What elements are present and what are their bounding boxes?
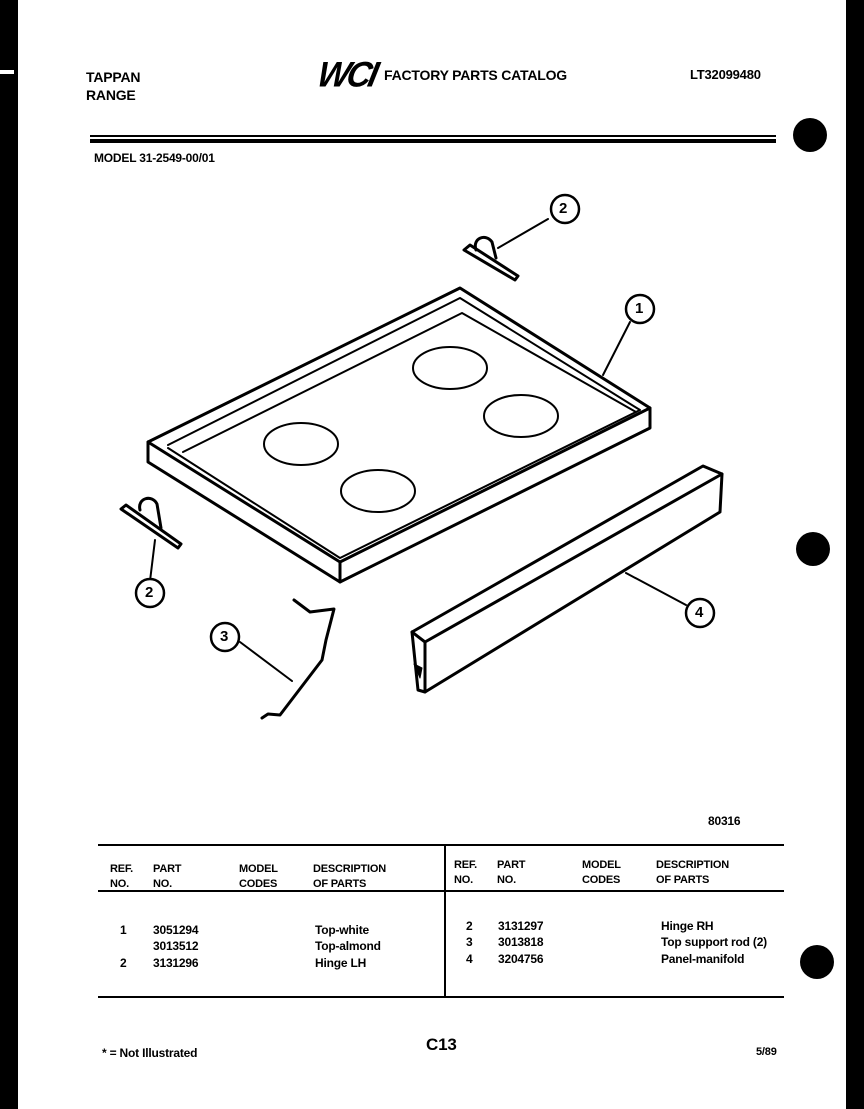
callout-2-lower [134, 577, 166, 609]
panel-manifold-part [410, 464, 724, 694]
leader-lines [149, 218, 687, 682]
catalog-code: LT32099480 [690, 67, 761, 82]
callout-1 [624, 293, 656, 325]
callout-label-2-lower: 2 [145, 584, 154, 601]
brand-block: TAPPAN RANGE [86, 68, 140, 104]
header-rule-thin [90, 135, 776, 137]
revision-date: 5/89 [756, 1046, 777, 1058]
model-number: MODEL 31-2549-00/01 [94, 151, 215, 165]
callout-label-3: 3 [220, 628, 229, 645]
table-header-rule-right [446, 890, 784, 892]
callout-2-upper [549, 193, 581, 225]
product-type: RANGE [86, 87, 136, 103]
catalog-title: FACTORY PARTS CATALOG [384, 67, 567, 83]
col-header-ref-right: REF.NO. [454, 859, 478, 886]
punch-hole-top [793, 118, 827, 152]
header-rule-thick [90, 139, 776, 143]
table-top-rule [98, 844, 784, 846]
scan-border-left [0, 0, 18, 1109]
exploded-parts-diagram [119, 193, 724, 720]
col-header-ref: REF.NO. [110, 863, 134, 890]
punch-hole-bottom [800, 945, 834, 979]
table-column-divider [444, 845, 446, 997]
hinge-lh-part [119, 496, 183, 550]
scan-border-right [846, 0, 864, 1109]
hinge-rh-part [462, 235, 520, 282]
callout-3 [209, 621, 241, 653]
table-header-rule-left [98, 890, 444, 892]
brand-name: TAPPAN [86, 69, 141, 85]
callout-label-1: 1 [635, 300, 644, 317]
figure-code: 80316 [708, 814, 741, 828]
callout-4 [684, 597, 716, 629]
punch-hole-middle [796, 532, 830, 566]
page-number: C13 [426, 1035, 457, 1054]
cooktop-top-part [146, 286, 652, 584]
support-rod-part [260, 598, 336, 720]
callout-circles [134, 193, 716, 653]
table-bottom-rule [98, 996, 784, 998]
callout-label-2-upper: 2 [559, 200, 568, 217]
scan-border-mark [0, 70, 14, 74]
not-illustrated-note: * = Not Illustrated [102, 1046, 198, 1060]
callout-label-4: 4 [695, 604, 704, 621]
